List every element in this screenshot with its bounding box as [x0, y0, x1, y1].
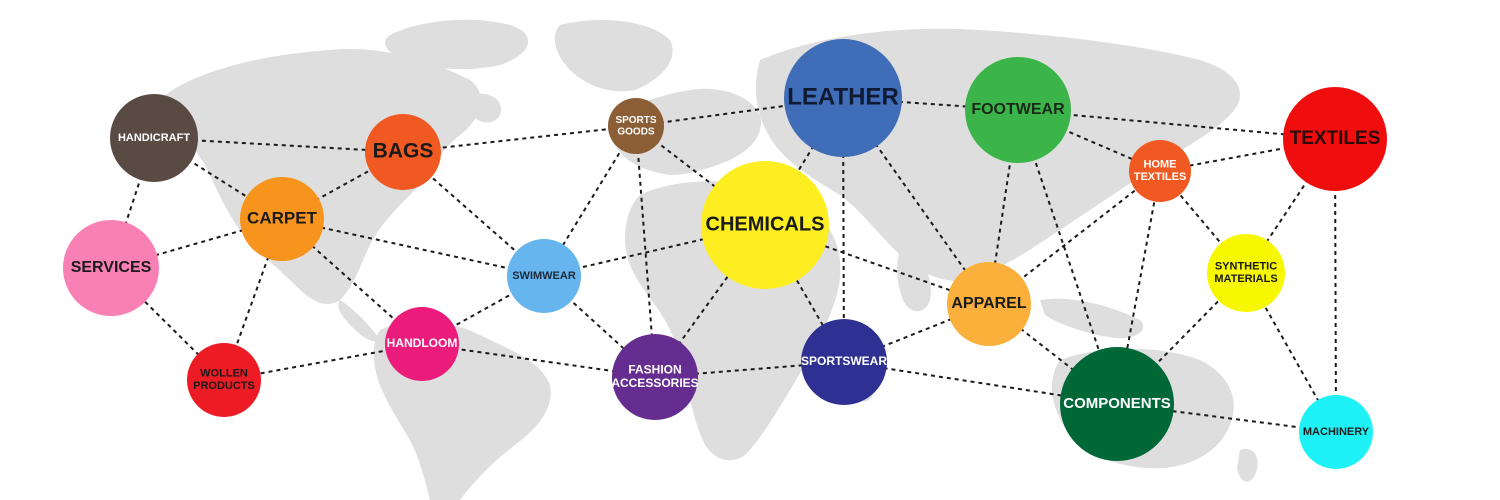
node-circle	[240, 177, 324, 261]
node-circle	[965, 57, 1071, 163]
node-label: APPAREL	[951, 295, 1026, 312]
edge-sportswear-components	[843, 361, 1118, 405]
node-circle	[1129, 140, 1191, 202]
node-circle	[63, 220, 159, 316]
node-swimwear: SWIMWEAR	[507, 239, 581, 313]
node-circle	[1207, 234, 1285, 312]
node-label: CHEMICALS	[706, 213, 825, 235]
node-circle	[507, 239, 581, 313]
node-machinery: MACHINERY	[1299, 395, 1373, 469]
node-label: TEXTILES	[1290, 128, 1381, 149]
node-textiles: TEXTILES	[1283, 87, 1387, 191]
node-circle	[701, 161, 829, 289]
node-circle	[947, 262, 1031, 346]
node-label: BAGS	[373, 140, 434, 163]
node-label: CARPET	[247, 208, 318, 227]
node-circle	[1060, 347, 1174, 461]
node-label: TEXTILES	[1134, 171, 1187, 183]
node-handicraft: HANDICRAFT	[110, 94, 198, 182]
node-chemicals: CHEMICALS	[701, 161, 829, 289]
node-bags: BAGS	[365, 114, 441, 190]
node-label: GOODS	[617, 126, 655, 137]
node-circle	[385, 307, 459, 381]
node-label: PRODUCTS	[193, 380, 255, 392]
node-sportswear: SPORTSWEAR	[801, 319, 887, 405]
node-circle	[608, 98, 664, 154]
node-circle	[187, 343, 261, 417]
node-label: MACHINERY	[1303, 426, 1370, 438]
edge-textiles-home_textiles	[1159, 138, 1336, 172]
edge-carpet-services	[110, 218, 283, 269]
node-label: SPORTSWEAR	[801, 354, 887, 368]
node-label: MATERIALS	[1214, 273, 1277, 285]
edge-home_textiles-synthetic	[1159, 170, 1247, 274]
node-circle	[365, 114, 441, 190]
node-label: SERVICES	[71, 259, 152, 276]
edge-bags-sports_goods	[402, 125, 637, 153]
node-circle	[1299, 395, 1373, 469]
node-circle	[1283, 87, 1387, 191]
node-label: FASHION	[628, 362, 681, 376]
node-circle	[110, 94, 198, 182]
node-label: COMPONENTS	[1063, 395, 1171, 412]
node-handloom: HANDLOOM	[385, 307, 459, 381]
node-label: HOME	[1144, 159, 1177, 171]
node-label: LEATHER	[787, 83, 899, 110]
node-apparel: APPAREL	[947, 262, 1031, 346]
node-label: SYNTHETIC	[1215, 261, 1277, 273]
edge-swimwear-chemicals	[543, 224, 766, 277]
node-label: ACCESSORIES	[611, 376, 698, 390]
node-circle	[612, 334, 698, 420]
node-carpet: CARPET	[240, 177, 324, 261]
node-services: SERVICES	[63, 220, 159, 316]
node-label: WOLLEN	[200, 368, 248, 380]
node-leather: LEATHER	[784, 39, 902, 157]
edge-footwear-textiles	[1017, 109, 1336, 140]
node-label: FOOTWEAR	[971, 101, 1065, 118]
node-label: SPORTS	[615, 115, 656, 126]
node-label: HANDLOOM	[387, 336, 458, 350]
edge-sports_goods-leather	[635, 97, 844, 127]
node-footwear: FOOTWEAR	[965, 57, 1071, 163]
node-circle	[801, 319, 887, 405]
node-label: HANDICRAFT	[118, 132, 190, 144]
node-components: COMPONENTS	[1060, 347, 1174, 461]
node-label: SWIMWEAR	[512, 270, 576, 282]
node-circle	[784, 39, 902, 157]
